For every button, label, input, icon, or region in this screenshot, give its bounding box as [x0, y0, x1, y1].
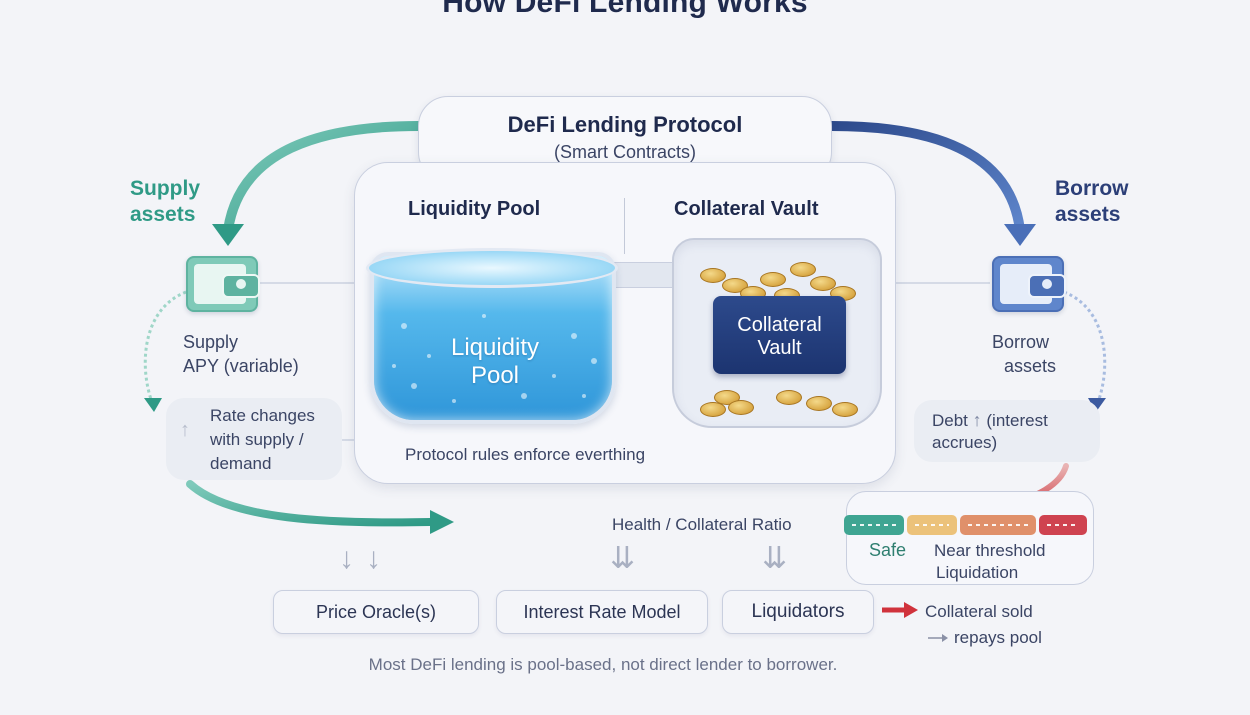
supply-arrow — [223, 121, 423, 235]
arrow-down-icon: ↓ — [339, 542, 354, 575]
collateral-sold-label: Collateral sold — [925, 602, 1033, 621]
vault-box: Collateral Vault — [713, 296, 846, 374]
diagram-title: How DeFi Lending Works — [442, 0, 808, 19]
coin-icon — [700, 402, 726, 417]
pool-label: Liquidity Pool — [450, 334, 540, 389]
arrow-up-icon: ↑ — [972, 410, 982, 430]
borrower-wallet-icon — [992, 256, 1066, 312]
coin-icon — [728, 400, 754, 415]
interest-rate-model-box: Interest Rate Model — [496, 590, 708, 634]
arrow-down-icon: ↓ — [366, 542, 381, 575]
protocol-subtitle: (Smart Contracts) — [553, 142, 697, 162]
price-oracle-box: Price Oracle(s) — [273, 590, 479, 634]
health-label-near: Near threshold — [934, 541, 1046, 560]
health-label-liquidation: Liquidation — [936, 563, 1019, 582]
return-arrow — [186, 480, 434, 527]
footer-note: Most DeFi lending is pool-based, not dir… — [368, 655, 838, 674]
debt-note: Debt ↑ (interest accrues) — [914, 400, 1100, 462]
health-ratio-panel — [846, 491, 1094, 585]
pool-section-title: Liquidity Pool — [408, 198, 541, 220]
coin-icon — [700, 268, 726, 283]
pool-rim — [366, 248, 618, 288]
coin-icon — [810, 276, 836, 291]
borrow-arrow — [827, 121, 1025, 235]
lender-wallet-icon — [186, 256, 260, 312]
coin-icon — [790, 262, 816, 277]
vault-section-title: Collateral Vault — [674, 198, 819, 220]
coin-icon — [806, 396, 832, 411]
health-segment-warning — [907, 515, 957, 535]
health-segment-near — [960, 515, 1036, 535]
health-ratio-title: Health / Collateral Ratio — [612, 515, 792, 534]
liquidators-box: Liquidators — [722, 590, 874, 634]
section-divider — [624, 198, 625, 254]
health-label-safe: Safe — [869, 540, 907, 560]
arrow-up-icon: ↑ — [180, 419, 190, 441]
arrow-down-icon: ⇊ — [610, 542, 636, 575]
coin-icon — [776, 390, 802, 405]
protocol-title: DeFi Lending Protocol — [507, 112, 743, 137]
health-segment-safe — [844, 515, 904, 535]
arrow-down-icon: ⇊ — [762, 542, 788, 575]
protocol-rules-text: Protocol rules enforce everthing — [405, 445, 646, 464]
coin-icon — [832, 402, 858, 417]
health-segment-liquidation — [1039, 515, 1087, 535]
coin-icon — [760, 272, 786, 287]
repays-pool-label: repays pool — [954, 628, 1042, 647]
